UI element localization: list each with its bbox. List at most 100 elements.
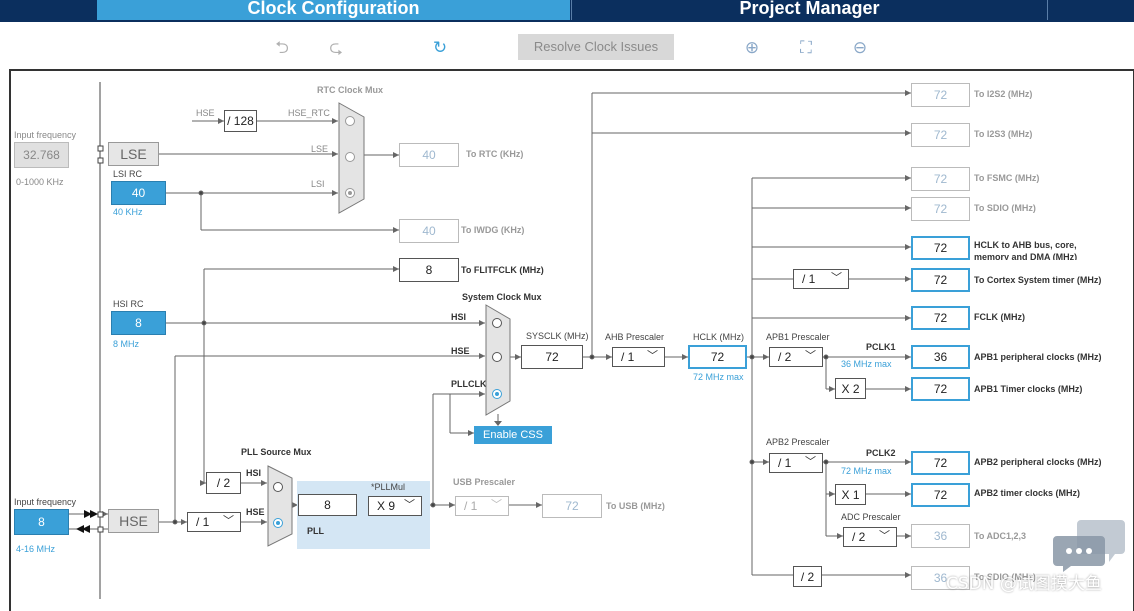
undo-icon[interactable]: ⮌: [275, 38, 289, 57]
pll-source-mux-title: PLL Source Mux: [241, 447, 312, 457]
refresh-icon[interactable]: ↻: [432, 38, 448, 57]
rtc-lse-label: LSE: [311, 144, 329, 154]
ahb-prescaler-select[interactable]: / 1﹀: [612, 347, 665, 367]
adc-prescaler-select[interactable]: / 2﹀: [843, 527, 897, 547]
pll-mux-hse-radio[interactable]: [273, 518, 283, 528]
pclk2-label: PCLK2: [866, 448, 896, 458]
hclk-ahb-output-value[interactable]: 72: [911, 236, 970, 260]
hse-prediv-select[interactable]: / 1﹀: [187, 512, 241, 532]
chevron-down-icon: ﹀: [647, 350, 658, 362]
hse-rtc-label: HSE_RTC: [288, 108, 330, 118]
rtc-mux-lsi-radio[interactable]: [345, 188, 355, 198]
cortex-timer-output-value[interactable]: 72: [911, 268, 970, 292]
chat-bubble-icon: [1053, 520, 1125, 572]
hsi-rc-frequency: 8 MHz: [113, 339, 140, 349]
enable-css-button[interactable]: Enable CSS: [474, 426, 552, 444]
sys-mux-hsi-radio[interactable]: [492, 318, 502, 328]
sdio-bottom-output-label: To SDIO (MHz): [974, 572, 1036, 582]
usb-prescaler-title: USB Prescaler: [453, 477, 516, 487]
apb1-timer-output-value[interactable]: 72: [911, 377, 970, 401]
adc-output-value[interactable]: 36: [911, 524, 970, 548]
pll-input-value[interactable]: 8: [298, 494, 357, 516]
flitfclk-output-value[interactable]: 8: [399, 258, 459, 282]
chevron-down-icon: ﹀: [223, 515, 234, 527]
lsi-rc-value[interactable]: 40: [111, 181, 166, 205]
apb1-peripheral-output-value[interactable]: 36: [911, 345, 970, 369]
rtc-lsi-label: LSI: [311, 179, 325, 189]
sysclk-value[interactable]: 72: [521, 345, 583, 369]
usb-output-label: To USB (MHz): [606, 501, 665, 511]
chevron-down-icon: ﹀: [831, 272, 842, 284]
adc-output-label: To ADC1,2,3: [974, 531, 1027, 541]
pclk1-max: 36 MHz max: [841, 359, 892, 369]
cortex-timer-prescaler-select[interactable]: / 1﹀: [793, 269, 849, 289]
apb1-timer-multiplier: X 2: [835, 378, 866, 399]
sdio-output-label: To SDIO (MHz): [974, 203, 1036, 213]
hclk-title: HCLK (MHz): [693, 332, 744, 342]
apb1-prescaler-select[interactable]: / 2﹀: [769, 347, 823, 367]
hsi-rc-title: HSI RC: [113, 299, 144, 309]
sdio-output-value[interactable]: 72: [911, 197, 970, 221]
zoom-in-icon[interactable]: ⊕: [744, 38, 760, 57]
sys-mux-hsi-label: HSI: [451, 312, 467, 322]
i2s3-output-value[interactable]: 72: [911, 123, 970, 147]
fsmc-output-value[interactable]: 72: [911, 167, 970, 191]
fclk-output-value[interactable]: 72: [911, 306, 970, 330]
hclk-ahb-output-label-line2: memory and DMA (MHz): [974, 252, 1078, 260]
hse-input-frequency-title: Input frequency: [14, 497, 77, 507]
rtc-mux-lse-radio[interactable]: [345, 152, 355, 162]
sdio-bottom-output-value[interactable]: 36: [911, 566, 970, 590]
apb2-peripheral-output-label: APB2 peripheral clocks (MHz): [974, 457, 1102, 467]
apb2-timer-output-value[interactable]: 72: [911, 483, 970, 507]
chevron-down-icon: ﹀: [805, 456, 816, 468]
apb2-peripheral-output-value[interactable]: 72: [911, 451, 970, 475]
lse-input-range: 0-1000 KHz: [16, 177, 64, 187]
pll-mux-hsi-radio[interactable]: [273, 482, 283, 492]
usb-output-value[interactable]: 72: [542, 494, 602, 518]
lse-oscillator[interactable]: LSE: [108, 142, 159, 166]
resolve-clock-issues-button[interactable]: Resolve Clock Issues: [518, 34, 674, 60]
rtc-mux-hse-radio[interactable]: [345, 116, 355, 126]
iwdg-output-value[interactable]: 40: [399, 219, 459, 243]
hse-input-frequency-field[interactable]: 8: [14, 509, 69, 535]
sys-mux-pllclk-label: PLLCLK: [451, 379, 487, 389]
sysclk-title: SYSCLK (MHz): [526, 331, 589, 341]
hclk-value[interactable]: 72: [688, 345, 747, 369]
hse-oscillator[interactable]: HSE: [108, 509, 159, 533]
flitfclk-output-label: To FLITFCLK (MHz): [461, 265, 544, 275]
apb1-timer-output-label: APB1 Timer clocks (MHz): [974, 384, 1083, 394]
lse-input-frequency-title: Input frequency: [14, 130, 77, 140]
cortex-timer-output-label: To Cortex System timer (MHz): [974, 275, 1102, 285]
tab-clock-configuration[interactable]: Clock Configuration: [97, 0, 570, 20]
apb2-prescaler-title: APB2 Prescaler: [766, 437, 830, 447]
sys-mux-hse-label: HSE: [451, 346, 470, 356]
apb2-prescaler-select[interactable]: / 1﹀: [769, 453, 823, 473]
iwdg-output-label: To IWDG (KHz): [461, 225, 525, 235]
apb2-timer-multiplier: X 1: [835, 484, 866, 505]
redo-icon[interactable]: ⮎: [329, 38, 343, 57]
apb1-prescaler-title: APB1 Prescaler: [766, 332, 830, 342]
hsi-rc-value[interactable]: 8: [111, 311, 166, 335]
rtc-output-value[interactable]: 40: [399, 143, 459, 167]
zoom-out-icon[interactable]: ⊖: [852, 38, 868, 57]
chevron-down-icon: ﹀: [404, 499, 415, 511]
fit-to-screen-icon[interactable]: ⛶: [800, 38, 812, 57]
sdio-div2-box: / 2: [793, 566, 822, 587]
lse-input-frequency-field[interactable]: 32.768: [14, 142, 69, 168]
i2s2-output-value[interactable]: 72: [911, 83, 970, 107]
sys-mux-pllclk-radio[interactable]: [492, 389, 502, 399]
fsmc-output-label: To FSMC (MHz): [974, 173, 1040, 183]
sys-mux-hse-radio[interactable]: [492, 352, 502, 362]
system-clock-mux-title: System Clock Mux: [462, 292, 542, 302]
rtc-hse-label: HSE: [196, 108, 215, 118]
usb-prescaler-select[interactable]: / 1﹀: [455, 496, 509, 516]
chevron-down-icon: ﹀: [491, 499, 502, 511]
tab-project-manager[interactable]: Project Manager: [571, 0, 1048, 20]
pclk2-max: 72 MHz max: [841, 466, 892, 476]
pll-source-mux: [267, 465, 293, 547]
pllmul-select[interactable]: X 9﹀: [368, 496, 422, 516]
css-arrow: [494, 414, 502, 426]
chevron-down-icon: ﹀: [879, 530, 890, 542]
pllmul-title: *PLLMul: [371, 482, 406, 492]
